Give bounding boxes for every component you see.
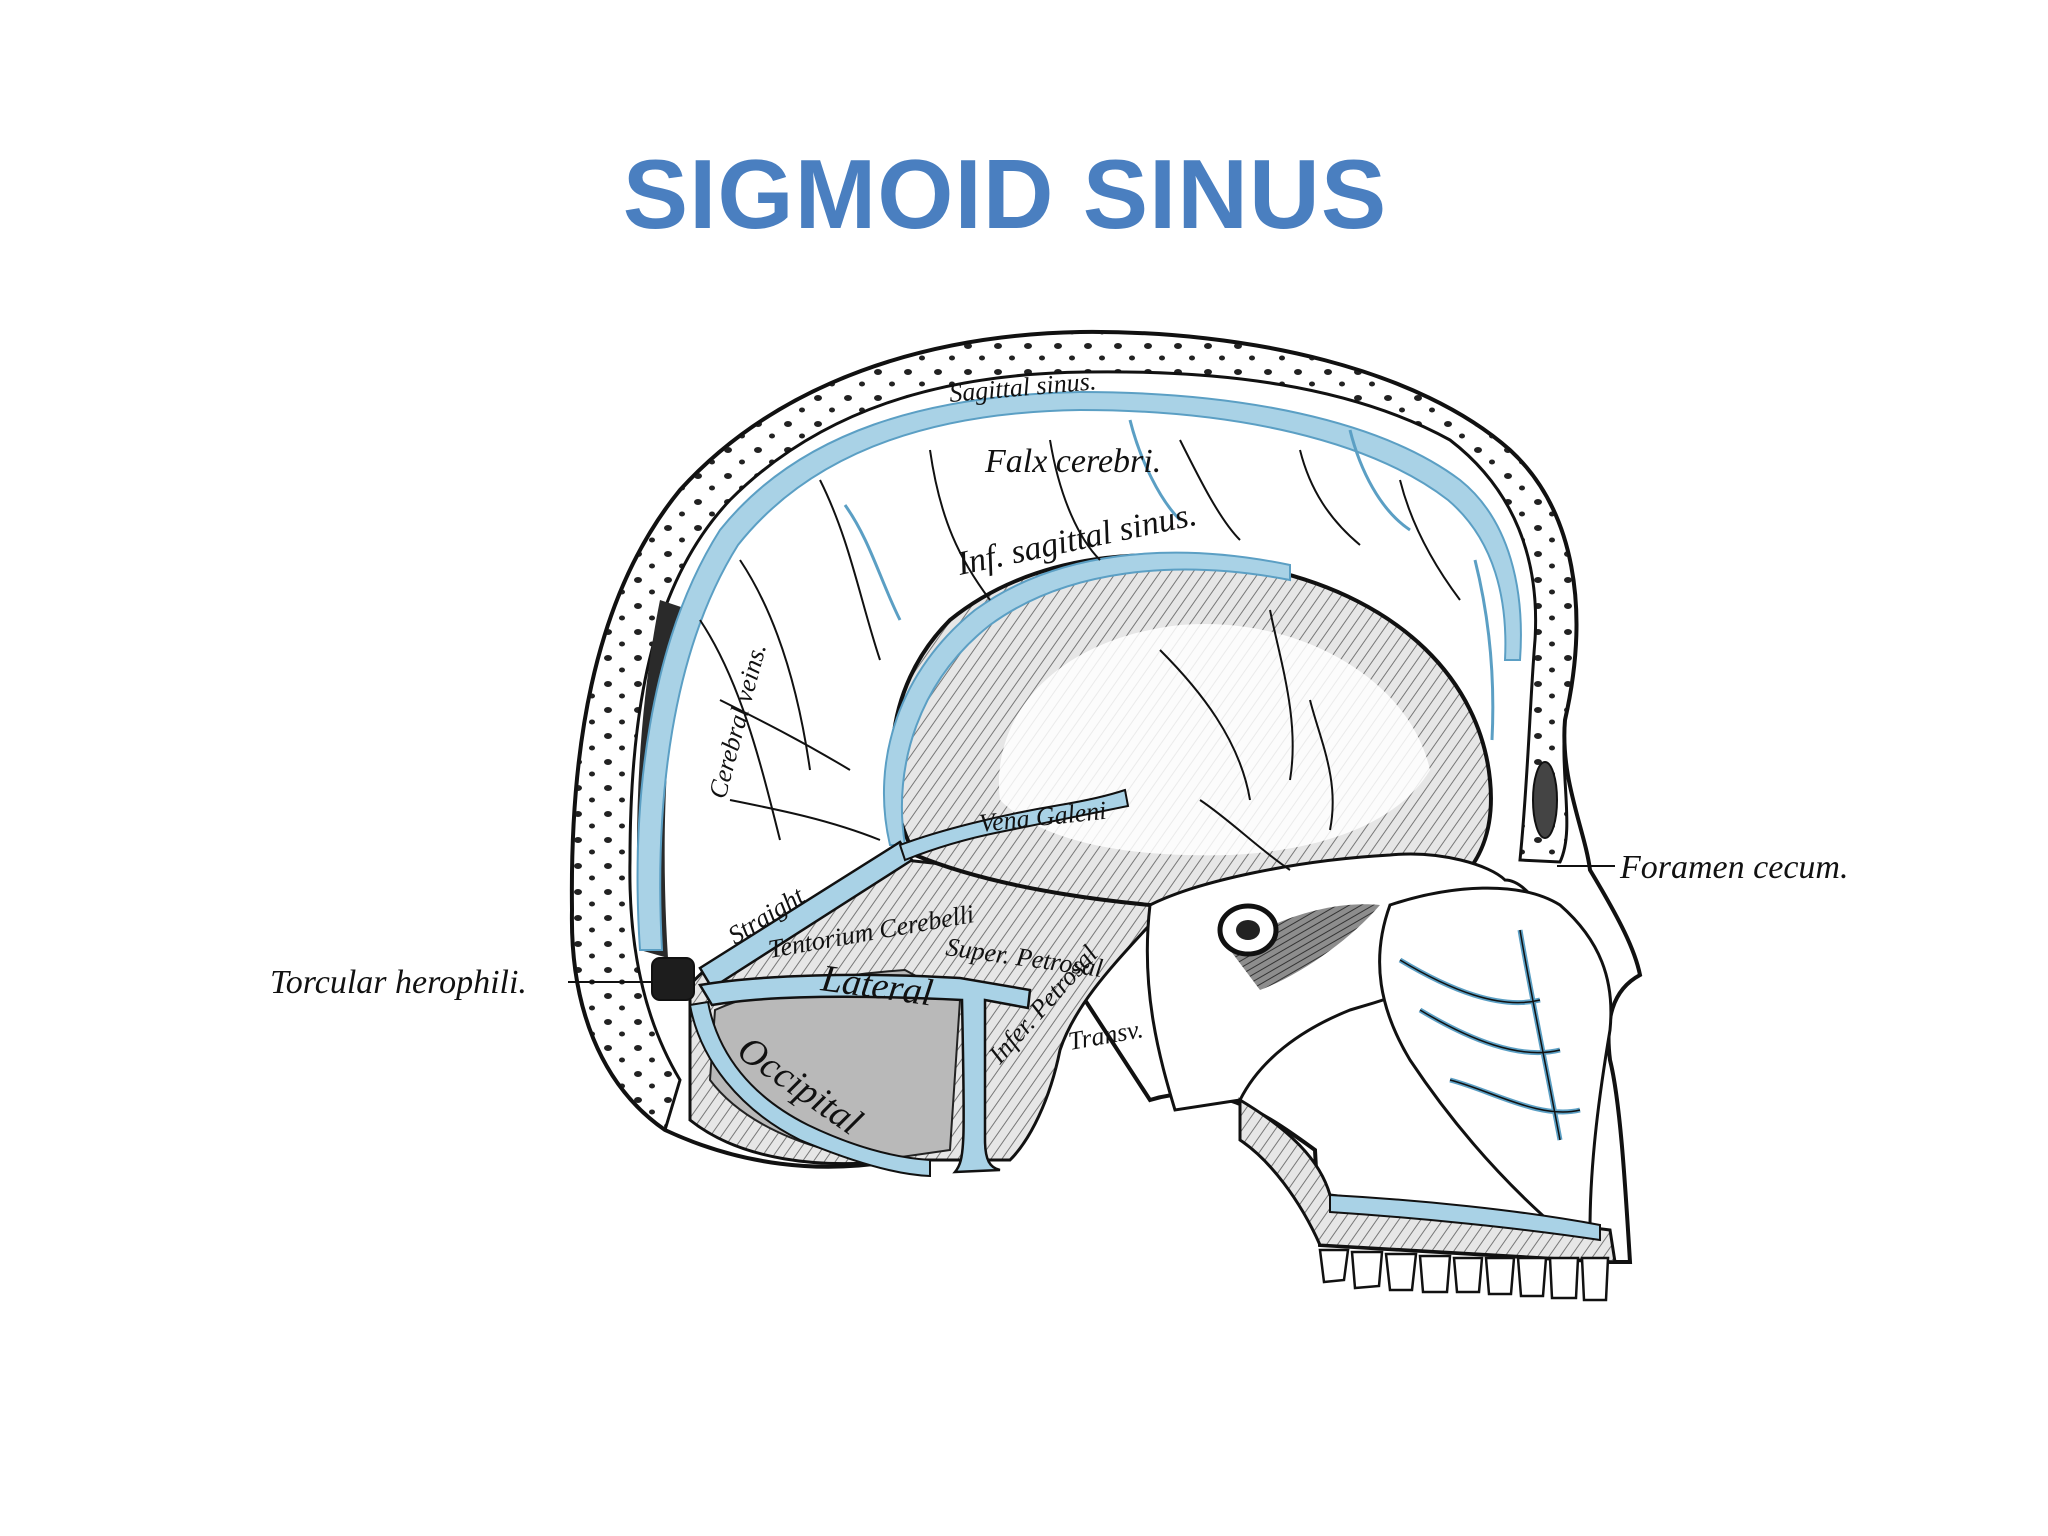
slide-title: SIGMOID SINUS — [622, 139, 1388, 249]
tooth — [1548, 1256, 1580, 1300]
label-torcular-herophili: Torcular herophili. — [270, 964, 527, 1001]
petrous-dark — [1230, 904, 1380, 990]
label-foramen-cecum: Foramen cecum. — [1619, 849, 1848, 886]
tooth — [1580, 1256, 1610, 1302]
lateral-sinus-channel — [697, 973, 1032, 1174]
inf-sagittal-sinus-channel — [883, 551, 1291, 846]
nasal-cavity — [1378, 886, 1613, 1237]
tooth — [1384, 1252, 1418, 1292]
hemisphere-vessels — [1159, 609, 1334, 871]
sagittal-sinus-channel — [636, 390, 1522, 951]
vena-galeni-channel — [898, 788, 1130, 862]
occipital-sinus-channel — [688, 1000, 931, 1178]
teeth — [1318, 1248, 1610, 1302]
tooth — [1418, 1254, 1452, 1294]
tooth — [1350, 1250, 1384, 1290]
tooth — [1516, 1256, 1548, 1298]
tooth — [1452, 1256, 1484, 1294]
cerebral-veins-blue — [843, 419, 1495, 741]
hard-palate-sinus — [1329, 1193, 1601, 1242]
straight-sinus-channel — [698, 840, 914, 990]
label-falx-cerebri: Falx cerebri. — [984, 443, 1161, 480]
tooth — [1484, 1256, 1516, 1296]
foramen-cecum-slit — [1532, 761, 1558, 839]
skull-diploe — [570, 330, 1578, 1133]
cerebral-veins — [699, 439, 1461, 841]
torcular-confluence — [651, 957, 695, 1001]
tooth — [1318, 1248, 1350, 1284]
